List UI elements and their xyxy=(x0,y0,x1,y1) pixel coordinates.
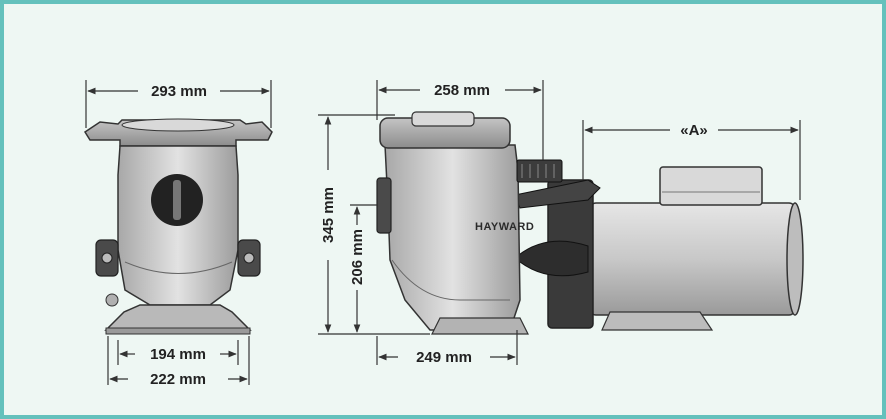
dimension-base-length-label: 249 mm xyxy=(416,349,472,366)
dimension-motor-length-label: «A» xyxy=(680,122,708,139)
brand-logo-text: HAYWARD xyxy=(475,221,534,233)
dimension-base-outer-width-label: 222 mm xyxy=(150,371,206,388)
dimension-total-height-label: 345 mm xyxy=(320,187,337,243)
dimension-outlet-height-label: 206 mm xyxy=(349,229,366,285)
pump-side-view: HAYWARD xyxy=(376,111,804,335)
dimension-lines xyxy=(85,80,801,385)
dimension-base-inner-width-label: 194 mm xyxy=(150,346,206,363)
dimension-basket-width-label: 258 mm xyxy=(434,82,490,99)
dimension-top-width-label: 293 mm xyxy=(151,83,207,100)
pump-front-view xyxy=(83,118,273,335)
